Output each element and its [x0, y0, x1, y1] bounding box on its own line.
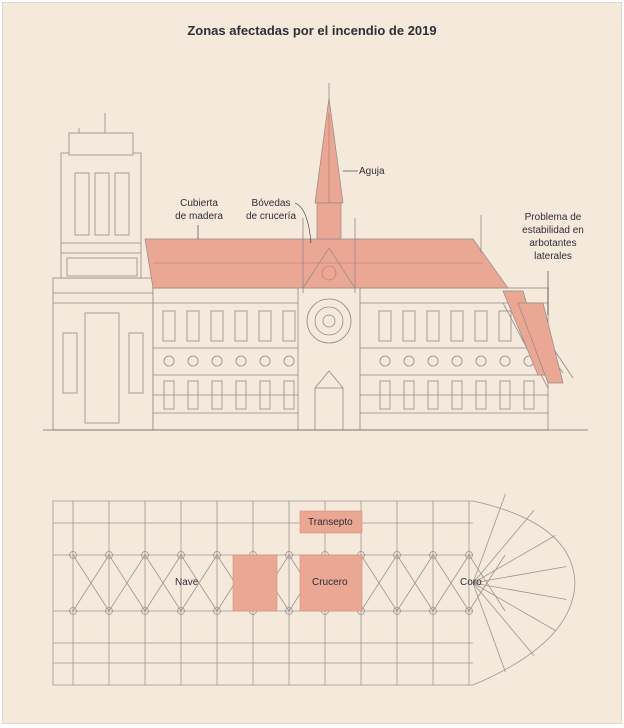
affected-nave-bay [232, 554, 278, 612]
plan-label-nave: Nave [175, 577, 199, 588]
page-title: Zonas afectadas por el incendio de 2019 [187, 23, 437, 38]
plan-label-coro: Coro [460, 577, 482, 588]
affected-transepto [299, 510, 363, 534]
label-aguja: Aguja [359, 166, 385, 177]
cathedral-floor-plan [52, 493, 576, 686]
label-problema: Problema de estabilidad en arbotantes la… [522, 212, 584, 262]
label-bovedas: Bóvedas de crucería [245, 198, 297, 222]
affected-crucero [299, 554, 363, 612]
cathedral-elevation [43, 83, 588, 431]
plan-label-transepto: Transepto [308, 517, 353, 528]
plan-label-crucero: Crucero [312, 577, 348, 588]
label-cubierta: Cubierta de madera [175, 198, 223, 222]
